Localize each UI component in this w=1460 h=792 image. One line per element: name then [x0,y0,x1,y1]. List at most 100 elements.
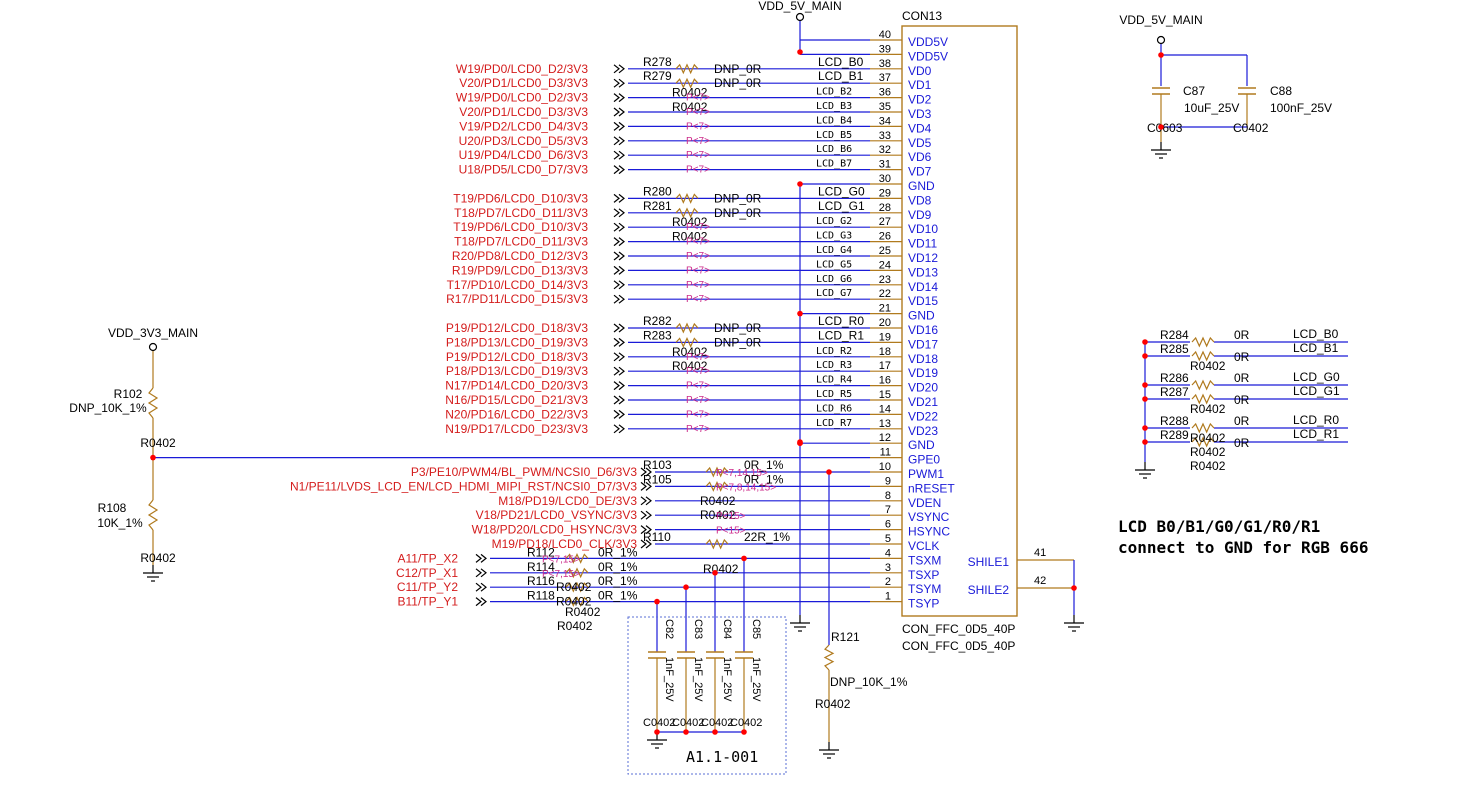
connector-footprint: CON_FFC_0D5_40P [902,639,1015,653]
pin-number: 28 [879,202,891,214]
pin-name: VDD5V [908,49,948,63]
pin-name: SHILE2 [968,583,1010,597]
net-arrow-icon [618,409,625,419]
offpage-ref: P<7> [686,150,710,161]
pin-number: 22 [879,288,891,300]
pin-number: 37 [879,72,891,84]
pin-number: 32 [879,144,891,156]
package-label: R0402 [1190,459,1226,473]
resistor-refdes: R121 [831,630,860,644]
package-label: R0402 [1190,402,1226,416]
net-arrow-icon [613,251,620,261]
divider-resistor [147,387,159,419]
net-arrow-icon [618,280,625,290]
pin-name: VD12 [908,251,938,265]
pin-name: VD23 [908,424,938,438]
pin-number: 30 [879,173,891,185]
net-arrow-icon [618,424,625,434]
net-label: W19/PD0/LCD0_D2/3V3 [456,91,588,105]
net-label: U20/PD3/LCD0_D5/3V3 [459,134,589,148]
resistor-refdes: R280 [643,184,672,198]
resistor-refdes: R110 [643,530,671,544]
net-label: N16/PD15/LCD0_D21/3V3 [445,393,588,407]
net-arrow-icon [613,323,620,333]
pin-name: HSYNC [908,525,950,539]
junction-dot [741,729,747,735]
series-resistor [565,581,589,593]
offpage-ref: P<7,15> [542,554,580,565]
strap-resistor [1191,350,1215,362]
net-arrow-icon [613,424,620,434]
series-resistor [675,207,699,219]
bus-net-label: LCD_R7 [816,418,852,429]
bus-net-label: LCD_G7 [816,288,852,299]
pin-number: 17 [879,360,891,372]
package-label: R0402 [140,551,176,565]
package-label: R0402 [672,345,708,359]
resistor-refdes: R103 [643,458,672,472]
offpage-ref: P<7> [686,395,710,406]
package-label: R0402 [1190,431,1226,445]
pin-number: 10 [879,461,891,473]
pin-name: VD4 [908,121,932,135]
capacitor-refdes: C83 [692,619,704,639]
bus-net-label: LCD_G0 [1293,370,1340,384]
junction-dot [654,729,660,735]
net-arrow-icon [480,582,487,592]
net-label: N1/PE11/LVDS_LCD_EN/LCD_HDMI_MIPI_RST/NC… [290,479,637,493]
capacitor-value: 10uF_25V [1184,101,1239,115]
resistor-refdes: R283 [643,328,672,342]
net-label: V19/PD2/LCD0_D4/3V3 [459,119,588,133]
bus-net-label: LCD_B5 [816,130,852,141]
net-arrow-icon [613,165,620,175]
net-arrow-icon [613,222,620,232]
junction-dot [741,555,747,562]
pin-number: 27 [879,216,891,228]
offpage-ref: P<7> [686,280,710,291]
pin-number: 19 [879,331,891,343]
resistor-refdes: R116 [527,574,555,588]
net-arrow-icon [640,510,647,520]
junction-dot [683,584,689,590]
net-arrow-icon [613,78,620,88]
net-arrow-icon [640,525,647,535]
capacitor-refdes: C87 [1183,84,1205,98]
package-label: C0402 [643,717,675,729]
bus-net-label: LCD_B0 [1293,327,1339,341]
net-label: V20/PD1/LCD0_D3/3V3 [459,76,588,90]
pin-name: VD18 [908,352,938,366]
junction-dot [1158,124,1164,130]
note-text: connect to GND for RGB 666 [1118,538,1368,557]
bus-net-label: LCD_G2 [816,216,852,227]
offpage-ref: P<7,15> [542,569,580,580]
net-arrow-icon [618,381,625,391]
package-label: R0402 [672,86,708,100]
bus-net-label: LCD_G4 [816,245,852,256]
resistor-value: DNP_10K_1% [69,401,147,415]
pin-number: 15 [879,389,891,401]
net-label: C12/TP_X1 [396,566,458,580]
capacitor-refdes: C88 [1270,84,1292,98]
net-label: P3/PE10/PWM4/BL_PWM/NCSI0_D6/3V3 [411,465,637,479]
net-arrow-icon [645,510,652,520]
package-label: R0402 [815,697,851,711]
pin-number: 33 [879,130,891,142]
resistor-value: 0R_1% [598,574,638,588]
resistor-refdes: R279 [643,69,672,83]
junction-dot [712,570,718,576]
pin-name: VD1 [908,78,932,92]
pin-name: GPE0 [908,453,940,467]
package-label: R0402 [140,436,176,450]
package-label: R0402 [556,580,592,594]
net-arrow-icon [645,525,652,535]
offpage-ref: P<7,8,14,15> [716,482,776,493]
net-arrow-icon [618,323,625,333]
variant-label: A1.1-001 [686,748,758,766]
net-arrow-icon [613,237,620,247]
net-arrow-icon [618,294,625,304]
net-arrow-icon [613,280,620,290]
bus-net-label: LCD_B6 [816,144,852,155]
resistor-refdes: R289 [1160,428,1189,442]
net-label: T18/PD7/LCD0_D11/3V3 [454,206,588,220]
junction-dot [683,729,689,735]
